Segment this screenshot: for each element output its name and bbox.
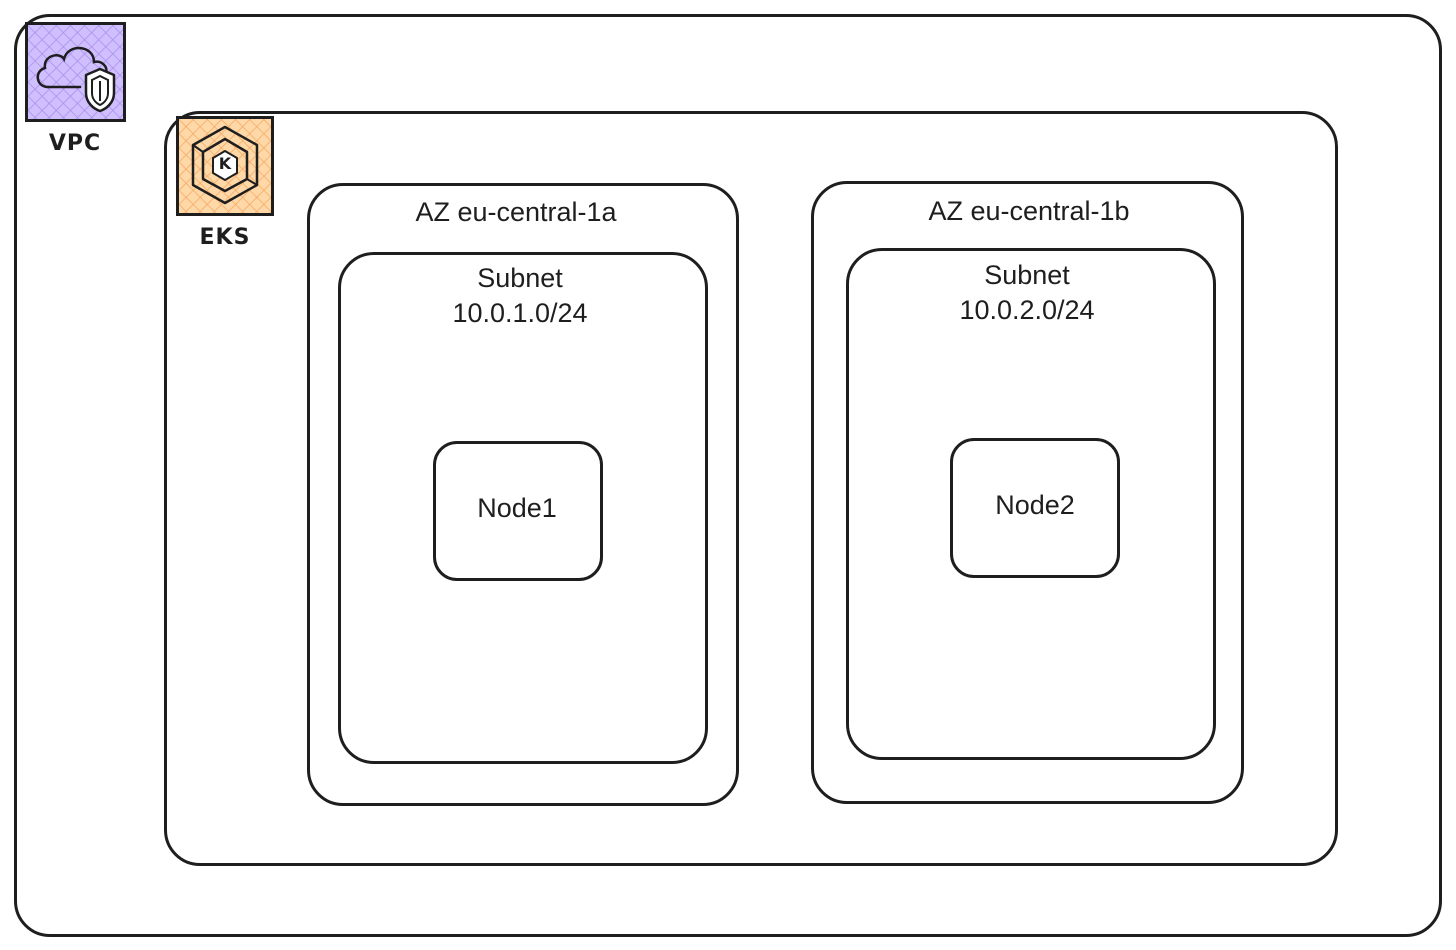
subnet-container-1b <box>846 248 1216 760</box>
node-label-1: Node1 <box>477 493 557 523</box>
eks-container <box>164 111 1338 866</box>
eks-label: EKS <box>199 225 251 250</box>
node-label-2: Node2 <box>995 490 1075 520</box>
az-container-1b <box>811 181 1244 804</box>
subnet-cidr-1b: 10.0.2.0/24 <box>959 295 1095 325</box>
eks-icon-letter: K <box>218 154 232 173</box>
az-container-1a <box>307 183 739 806</box>
vpc-icon-box <box>25 22 126 122</box>
eks-kubernetes-icon <box>179 119 271 213</box>
az-label-1b: AZ eu-central-1b <box>928 196 1130 226</box>
subnet-title-1b: Subnet <box>984 260 1070 290</box>
vpc-container <box>14 14 1442 937</box>
eks-icon-box: K <box>176 116 274 216</box>
az-label-1a: AZ eu-central-1a <box>415 197 617 227</box>
node-box-2 <box>950 438 1120 578</box>
node-box-1 <box>433 441 603 581</box>
subnet-title-1a: Subnet <box>477 263 563 293</box>
vpc-label: VPC <box>48 131 102 156</box>
subnet-container-1a <box>338 252 708 764</box>
vpc-shield-cloud-icon <box>28 25 123 119</box>
subnet-cidr-1a: 10.0.1.0/24 <box>452 298 588 328</box>
